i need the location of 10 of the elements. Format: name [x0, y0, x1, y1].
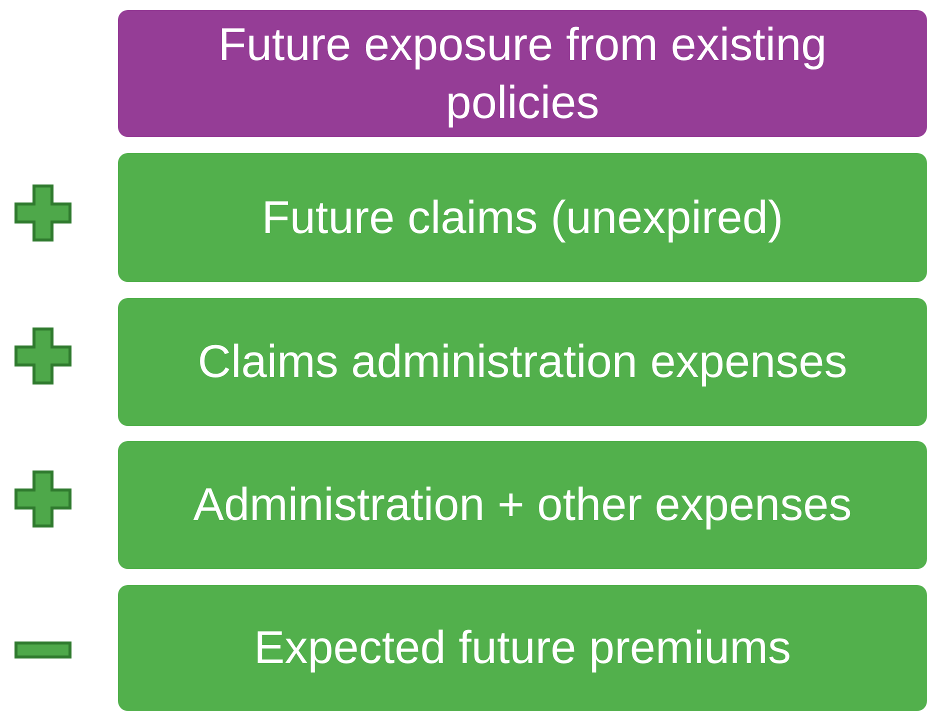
term-box [118, 298, 927, 426]
term-box [118, 441, 927, 569]
box-text: Future claims (unexpired) [262, 190, 784, 245]
box-text: Administration + other expenses [193, 477, 852, 532]
box-text: Future exposure from existing policies [217, 17, 828, 130]
term-box [118, 585, 927, 711]
box-text: Expected future premiums [254, 620, 791, 676]
term-box [118, 153, 927, 282]
box-text: Claims administration expenses [198, 334, 848, 390]
header-box [118, 10, 927, 137]
